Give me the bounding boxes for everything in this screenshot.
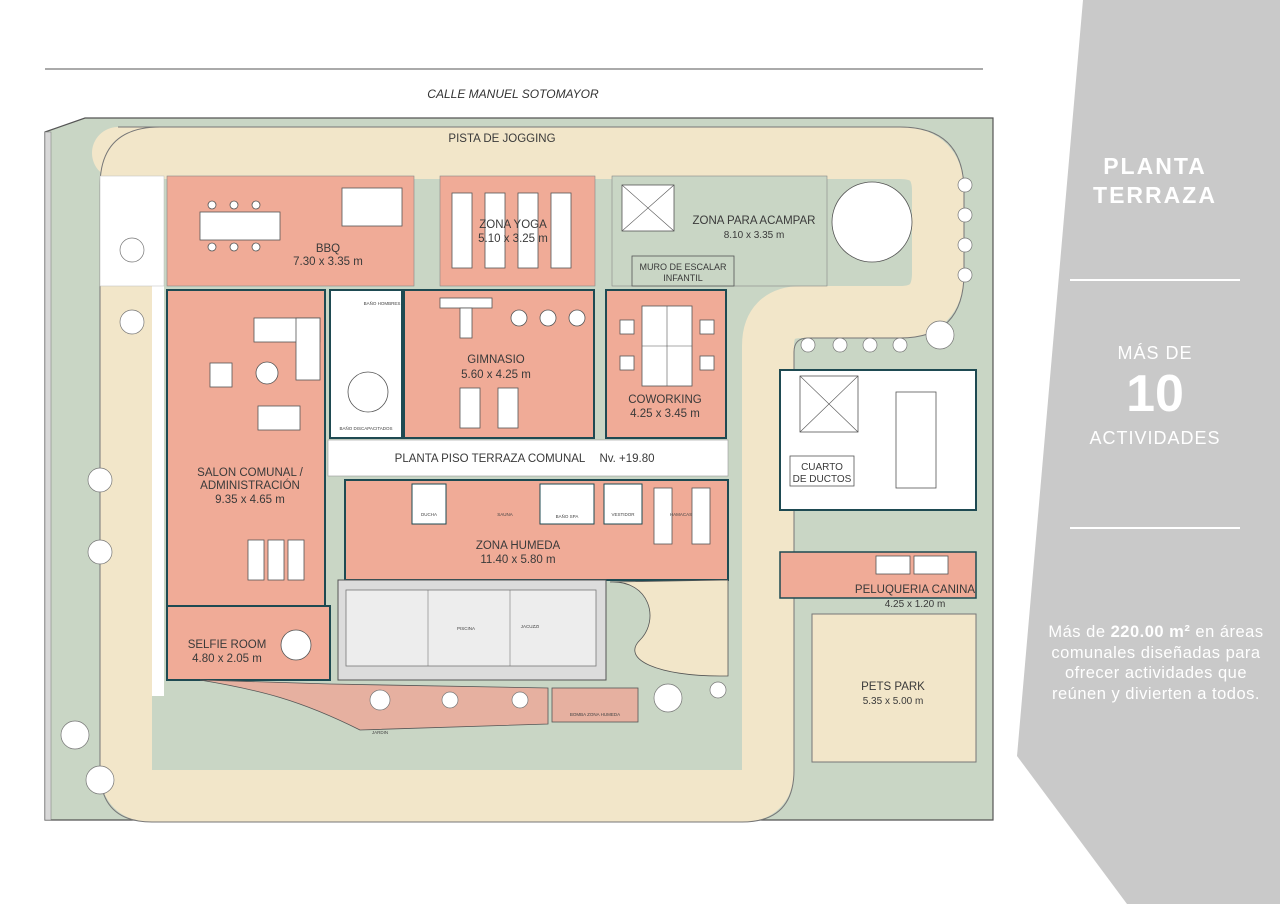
label-humeda-dims: 11.40 x 5.80 m [480,554,555,566]
pool-water [345,589,597,667]
humeda-vestidor [603,483,643,525]
panel-title-line1: PLANTA [1103,153,1207,179]
svg-text:DUCHA: DUCHA [421,512,437,517]
label-jogging: PISTA DE JOGGING [448,133,555,145]
label-selfie-dims: 4.80 x 2.05 m [192,653,262,665]
shrubs [60,177,973,795]
activities-count: 10 [1126,365,1184,423]
inner-left-terrace [99,175,165,287]
yoga-mats [451,192,572,269]
svg-text:JACUZZI: JACUZZI [521,624,540,629]
svg-text:PISCINA: PISCINA [457,626,475,631]
label-muro-1: MURO DE ESCALAR [639,262,727,272]
water-feature [609,579,729,677]
spiral-stair-icon [831,181,913,263]
label-gimnasio: GIMNASIO [467,354,525,366]
humeda-ducha [411,483,447,525]
room-pets [811,613,977,763]
room-banos [329,289,403,439]
desc-area: 220.00 m² [1110,623,1191,641]
label-bbq: BBQ [316,243,340,255]
bbq-table [199,200,281,252]
label-nivel: Nv. +19.80 [599,453,654,465]
stair-box [895,391,937,489]
salon-furniture [209,317,321,581]
label-acampar: ZONA PARA ACAMPAR [693,215,816,227]
selfie-table [280,629,312,661]
label-acampar-dims: 8.10 x 3.35 m [724,230,785,241]
svg-text:BAÑO SPA: BAÑO SPA [556,513,579,519]
svg-text:BAÑO HOMBRES: BAÑO HOMBRES [364,300,401,306]
label-planta-piso: PLANTA PISO TERRAZA COMUNAL [395,453,586,465]
jogging-track [92,127,964,822]
corridor [327,439,729,477]
boundary-band [44,131,52,821]
label-pets-dims: 5.35 x 5.00 m [863,696,924,707]
panel-title: PLANTA TERRAZA [1070,152,1240,210]
panel-title-line2: TERRAZA [1093,182,1217,208]
label-bbq-dims: 7.30 x 3.35 m [293,256,363,268]
label-salon-dims: 9.35 x 4.65 m [215,494,285,506]
inner-left-strip [152,176,164,696]
muro-box [631,255,735,287]
label-cuarto-1: CUARTO [801,462,843,473]
divider-top [1070,279,1240,281]
label-peluqueria-dims: 4.25 x 1.20 m [885,599,946,610]
desc-pre: Más de [1048,623,1111,641]
svg-text:JARDIN: JARDIN [372,730,388,735]
svg-text:VESTIDOR: VESTIDOR [611,512,635,517]
activities-prefix: MÁS DE [1117,343,1193,363]
gym-equipment [439,297,586,429]
label-pets: PETS PARK [861,681,925,693]
ductos-box [789,455,855,487]
label-salon-1: SALON COMUNAL / [197,467,303,479]
bano-disc-circle [347,371,389,413]
divider-bottom [1070,527,1240,529]
humeda-bano-spa [539,483,595,525]
panel-description: Más de 220.00 m² en áreas comunales dise… [1040,622,1272,704]
label-yoga: ZONA YOGA [479,219,547,231]
desc-post: en áreas comunales diseñadas para ofrece… [1051,623,1264,703]
peluqueria-sinks [875,555,949,575]
label-muro-2: INFANTIL [663,273,703,283]
label-peluqueria: PELUQUERIA CANINA [855,584,975,596]
bbq-sofa [341,187,403,227]
label-gimnasio-dims: 5.60 x 4.25 m [461,369,531,381]
street-label: CALLE MANUEL SOTOMAYOR [427,87,599,101]
label-salon-2: ADMINISTRACIÓN [200,479,300,492]
side-panel [1017,0,1280,904]
room-selfie [166,605,331,681]
svg-text:BOMBA ZONA HUMEDA: BOMBA ZONA HUMEDA [570,712,620,717]
label-yoga-dims: 5.10 x 3.25 m [478,233,548,245]
activities-label: ACTIVIDADES [1089,428,1221,448]
svg-text:HAMACAS: HAMACAS [670,512,692,517]
bomba-box [551,687,639,723]
svg-text:SAUNA: SAUNA [497,512,513,517]
hamacas [653,487,711,545]
svg-text:BAÑO DISCAPACITADOS: BAÑO DISCAPACITADOS [339,425,392,431]
label-selfie: SELFIE ROOM [188,639,267,651]
label-coworking-dims: 4.25 x 3.45 m [630,408,700,420]
coworking-chairs [619,319,715,371]
label-coworking: COWORKING [628,394,702,406]
label-humeda: ZONA HUMEDA [476,540,561,552]
label-cuarto-2: DE DUCTOS [793,474,852,485]
